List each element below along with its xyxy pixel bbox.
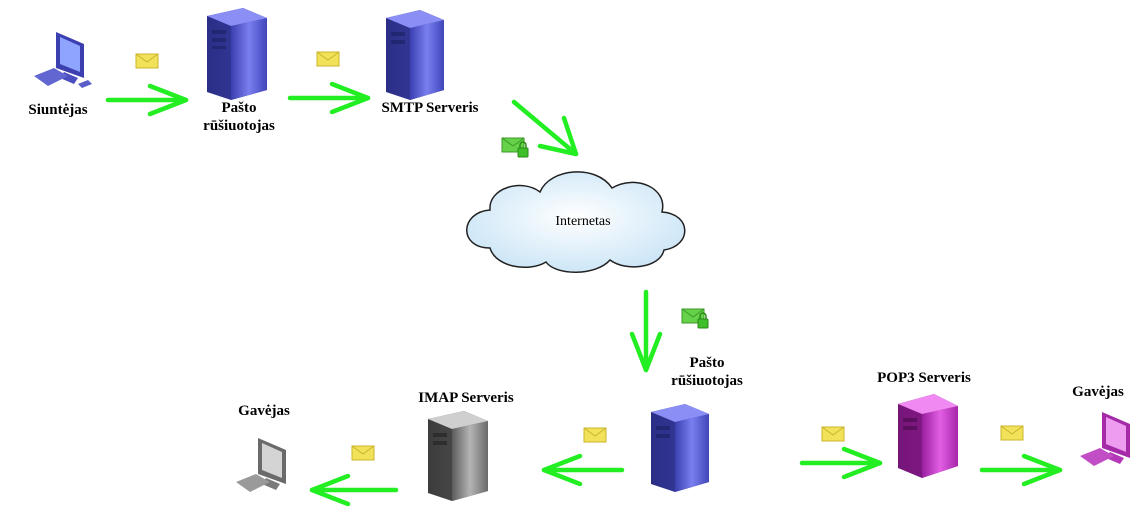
- envelope-icon: [316, 51, 340, 67]
- sender-label: Siuntėjas: [28, 102, 88, 118]
- locked-envelope-icon: [501, 137, 529, 158]
- envelope-icon: [135, 53, 159, 69]
- sorter-top-server-icon: [207, 8, 267, 100]
- smtp-label: SMTP Serveris: [381, 100, 479, 116]
- arrow-internet-to-sorter: [629, 289, 663, 373]
- receiver-left-computer-icon: [236, 438, 286, 492]
- arrow-smtp-to-internet: [511, 99, 579, 157]
- pop3-server-icon: [898, 394, 958, 478]
- sorter-bottom-label: Pašto rūšiuotojas: [671, 355, 743, 389]
- pop3-label: POP3 Serveris: [877, 370, 971, 386]
- arrow-sorter-to-smtp: [287, 81, 371, 115]
- arrow-sorter-to-imap: [541, 453, 625, 487]
- arrow-imap-to-receiver: [309, 473, 399, 507]
- locked-envelope-icon: [681, 308, 709, 329]
- envelope-icon: [583, 427, 607, 443]
- receiver-left-label: Gavėjas: [238, 403, 290, 419]
- internet-cloud-icon: [466, 171, 686, 273]
- envelope-icon: [1000, 425, 1024, 441]
- arrow-pop3-to-receiver: [979, 453, 1063, 487]
- imap-server-icon: [428, 411, 488, 501]
- sorter-bottom-server-icon: [651, 404, 709, 492]
- sorter-top-label: Pašto rūšiuotojas: [203, 100, 275, 134]
- internet-label: Internetas: [555, 214, 611, 229]
- smtp-server-icon: [386, 10, 444, 100]
- envelope-icon: [821, 426, 845, 442]
- arrow-sorter-to-pop3: [799, 446, 883, 480]
- receiver-right-computer-icon: [1080, 412, 1130, 466]
- receiver-right-label: Gavėjas: [1072, 384, 1124, 400]
- sender-computer-icon: [34, 32, 92, 88]
- envelope-icon: [351, 445, 375, 461]
- imap-label: IMAP Serveris: [418, 390, 514, 406]
- arrow-sender-to-sorter: [105, 83, 189, 117]
